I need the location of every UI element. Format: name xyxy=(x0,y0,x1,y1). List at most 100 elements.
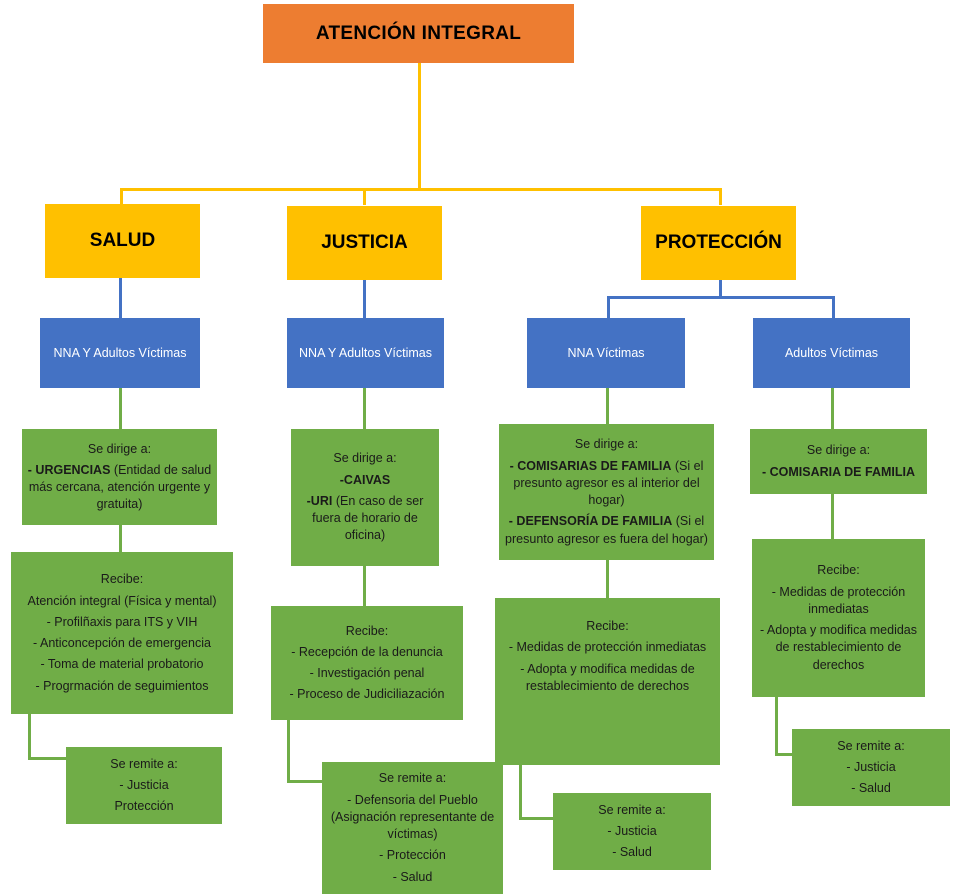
connector-to-salud xyxy=(120,188,123,205)
connector-to-nna-victimas xyxy=(607,296,610,318)
detail-strong: - URGENCIAS xyxy=(27,462,111,477)
detail-line: - Medidas de protección inmediatas xyxy=(508,640,707,655)
node-nna-recibe[interactable]: Recibe: - Medidas de protección inmediat… xyxy=(495,598,720,765)
detail-strong: -URI xyxy=(306,493,333,508)
detail-line: - Justicia xyxy=(607,823,657,838)
node-proteccion[interactable]: PROTECCIÓN xyxy=(641,206,796,280)
detail-line: - Medidas de protección inmediatas xyxy=(771,584,906,616)
detail-line: Protección xyxy=(114,799,174,814)
connector-salud-recibe-elbow-h xyxy=(28,757,67,760)
connector-proteccion-bus xyxy=(607,296,835,299)
detail-rest: (Si el presunto agresor es al interior d… xyxy=(513,458,704,508)
detail-strong: - COMISARIA DE FAMILIA xyxy=(761,464,915,479)
node-label: ATENCIÓN INTEGRAL xyxy=(315,22,522,44)
detail-rest: (Entidad de salud más cercana, atención … xyxy=(28,462,212,512)
node-adultos-se-dirige[interactable]: Se dirige a: - COMISARIA DE FAMILIA xyxy=(750,429,927,494)
detail-line: - Profilñaxis para ITS y VIH xyxy=(46,614,198,629)
node-justicia[interactable]: JUSTICIA xyxy=(287,206,442,280)
detail-line: - Proceso de Judiciliazación xyxy=(289,687,445,702)
detail-line: - Salud xyxy=(851,781,891,796)
heading: Recibe: xyxy=(345,623,389,638)
detail-line: - Investigación penal xyxy=(309,666,425,680)
connector-adultos-recibe-elbow-v xyxy=(775,697,778,756)
heading: Se remite a: xyxy=(837,738,905,753)
node-adultos-recibe[interactable]: Recibe: - Medidas de protección inmediat… xyxy=(752,539,925,697)
detail-line: -URI (En caso de ser fuera de horario de… xyxy=(296,493,434,545)
node-label: NNA Víctimas xyxy=(567,346,645,360)
detail-line: - Defensoria del Pueblo (Asignación repr… xyxy=(330,792,495,842)
detail-strong: -CAIVAS xyxy=(339,472,391,487)
connector-nna-dirige-to-recibe xyxy=(606,560,609,598)
detail-rest: (En caso de ser fuera de horario de ofic… xyxy=(312,493,424,543)
node-nna-se-dirige[interactable]: Se dirige a: - COMISARIAS DE FAMILIA (Si… xyxy=(499,424,714,560)
connector-justicia-dirige-to-recibe xyxy=(363,566,366,606)
connector-adultos-dirige-to-recibe xyxy=(831,494,834,539)
node-justicia-poblacion[interactable]: NNA Y Adultos Víctimas xyxy=(287,318,444,388)
heading: Recibe: xyxy=(100,572,144,587)
heading: Se remite a: xyxy=(110,756,178,771)
node-nna-se-remite[interactable]: Se remite a: - Justicia - Salud xyxy=(553,793,711,870)
connector-adultos-pop-to-dirige xyxy=(831,388,834,429)
connector-nna-recibe-elbow-h xyxy=(519,817,554,820)
detail-line: - Recepción de la denuncia xyxy=(291,644,443,659)
detail-line: - Anticoncepción de emergencia xyxy=(33,636,211,650)
connector-salud-pop-to-dirige xyxy=(119,388,122,429)
node-proteccion-adultos-poblacion[interactable]: Adultos Víctimas xyxy=(753,318,910,388)
detail-rest: (Si el presunto agresor es fuera del hog… xyxy=(505,514,708,546)
node-salud-se-dirige[interactable]: Se dirige a: - URGENCIAS (Entidad de sal… xyxy=(22,429,217,525)
connector-adultos-recibe-elbow-h xyxy=(775,753,793,756)
detail-line: Atención integral (Física y mental) xyxy=(27,593,217,608)
node-adultos-se-remite[interactable]: Se remite a: - Justicia - Salud xyxy=(792,729,950,806)
node-label: JUSTICIA xyxy=(321,232,408,253)
heading: Se remite a: xyxy=(378,771,447,786)
heading: Se dirige a: xyxy=(806,443,871,458)
node-proteccion-nna-poblacion[interactable]: NNA Víctimas xyxy=(527,318,685,388)
detail-line: - Justicia xyxy=(119,777,169,792)
heading: Recibe: xyxy=(817,563,860,578)
connector-category-bus xyxy=(120,188,722,191)
detail-line: - Protección xyxy=(379,848,446,863)
node-label: PROTECCIÓN xyxy=(655,232,782,253)
connector-to-proteccion xyxy=(719,188,722,205)
detail-strong: - DEFENSORÍA DE FAMILIA xyxy=(508,514,673,529)
node-justicia-recibe[interactable]: Recibe: - Recepción de la denuncia - Inv… xyxy=(271,606,463,720)
detail-line: - Progrmación de seguimientos xyxy=(35,678,209,693)
node-justicia-se-dirige[interactable]: Se dirige a: -CAIVAS -URI (En caso de se… xyxy=(291,429,439,566)
connector-nna-recibe-elbow-v xyxy=(519,765,522,820)
connector-to-justicia xyxy=(363,188,366,205)
detail-line: - Toma de material probatorio xyxy=(40,657,204,672)
detail-line: - Adopta y modifica medidas de restablec… xyxy=(759,623,918,672)
node-label: NNA Y Adultos Víctimas xyxy=(299,346,432,360)
connector-to-adultos-victimas xyxy=(832,296,835,318)
node-salud-recibe[interactable]: Recibe: Atención integral (Física y ment… xyxy=(11,552,233,714)
node-label: NNA Y Adultos Víctimas xyxy=(53,346,187,360)
connector-justicia-pop-to-dirige xyxy=(363,388,366,429)
node-atencion-integral[interactable]: ATENCIÓN INTEGRAL xyxy=(263,4,574,63)
connector-root-stem xyxy=(418,62,421,190)
connector-salud-population xyxy=(119,277,122,318)
detail-line: - Salud xyxy=(392,869,433,884)
detail-line: - COMISARIAS DE FAMILIA (Si el presunto … xyxy=(504,458,709,510)
heading: Se dirige a: xyxy=(333,451,397,466)
node-salud-poblacion[interactable]: NNA Y Adultos Víctimas xyxy=(40,318,200,388)
detail-line: - Justicia xyxy=(846,759,896,774)
node-salud[interactable]: SALUD xyxy=(45,204,200,278)
connector-nna-pop-to-dirige xyxy=(606,388,609,424)
connector-salud-dirige-to-recibe xyxy=(119,525,122,552)
heading: Recibe: xyxy=(586,619,629,633)
detail-line: -CAIVAS xyxy=(296,472,434,489)
heading: Se dirige a: xyxy=(87,441,152,456)
heading: Se remite a: xyxy=(598,802,666,817)
connector-proteccion-stem xyxy=(719,279,722,298)
connector-salud-recibe-elbow-v xyxy=(28,714,31,760)
node-salud-se-remite[interactable]: Se remite a: - Justicia Protección xyxy=(66,747,222,824)
node-justicia-se-remite[interactable]: Se remite a: - Defensoria del Pueblo (As… xyxy=(322,762,503,894)
detail-line: - URGENCIAS (Entidad de salud más cercan… xyxy=(27,462,212,514)
connector-justicia-recibe-elbow-v xyxy=(287,720,290,783)
detail-line: - COMISARIA DE FAMILIA xyxy=(755,464,922,481)
detail-line: - Adopta y modifica medidas de restablec… xyxy=(520,661,695,693)
node-label: Adultos Víctimas xyxy=(784,346,879,360)
node-label: SALUD xyxy=(89,230,156,251)
connector-justicia-recibe-elbow-h xyxy=(287,780,322,783)
